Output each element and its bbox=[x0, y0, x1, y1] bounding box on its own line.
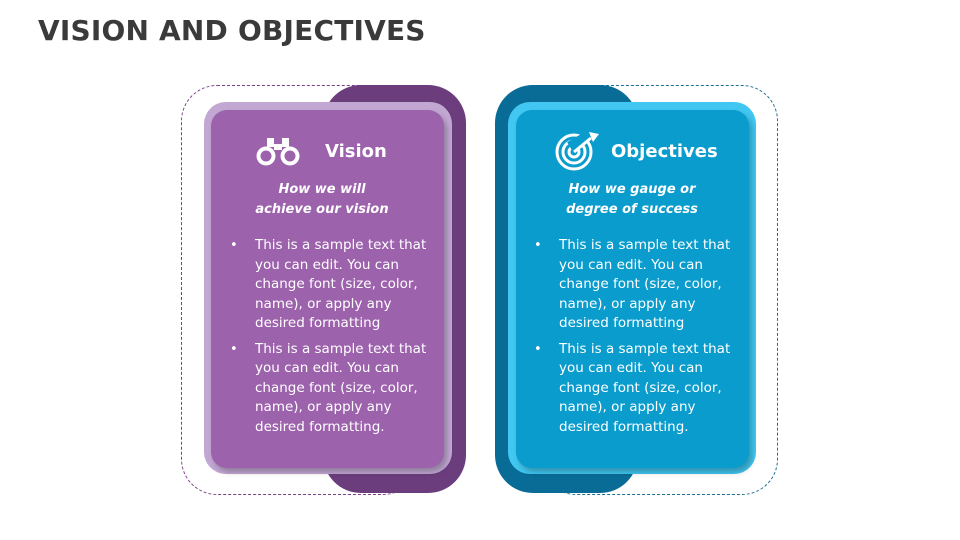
vision-bullet-text: This is a sample text that you can edit.… bbox=[255, 237, 427, 331]
bullet-dot: • bbox=[230, 238, 238, 253]
page-title: VISION AND OBJECTIVES bbox=[38, 14, 426, 47]
vision-subtitle: How we will achieve our vision bbox=[232, 180, 412, 220]
vision-heading: Vision bbox=[325, 141, 387, 162]
objectives-bullet-text: This is a sample text that you can edit.… bbox=[559, 340, 731, 435]
bullet-dot: • bbox=[534, 341, 542, 357]
objectives-card bbox=[516, 110, 749, 468]
objectives-bullet-list: • This is a sample text that you can edi… bbox=[532, 236, 732, 443]
objectives-bullet-item: • This is a sample text that you can edi… bbox=[532, 236, 732, 334]
vision-bullet-item: • This is a sample text that you can edi… bbox=[228, 340, 428, 438]
bullet-dot: • bbox=[534, 238, 542, 253]
binoculars-icon bbox=[256, 138, 300, 166]
objectives-bullet-item: • This is a sample text that you can edi… bbox=[532, 340, 732, 438]
vision-bullet-list: • This is a sample text that you can edi… bbox=[228, 236, 428, 443]
objectives-subtitle-line-2: degree of success bbox=[566, 202, 698, 217]
vision-bullet-text: This is a sample text that you can edit.… bbox=[255, 340, 427, 435]
target-icon bbox=[555, 132, 599, 171]
objectives-heading: Objectives bbox=[611, 141, 718, 162]
bullet-dot: • bbox=[230, 341, 238, 357]
vision-subtitle-line-1: How we will bbox=[278, 182, 366, 197]
objectives-subtitle-line-1: How we gauge or bbox=[568, 182, 696, 197]
vision-subtitle-line-2: achieve our vision bbox=[255, 202, 389, 217]
vision-bullet-item: • This is a sample text that you can edi… bbox=[228, 236, 428, 334]
objectives-subtitle: How we gauge or degree of success bbox=[542, 180, 722, 220]
objectives-bullet-text: This is a sample text that you can edit.… bbox=[559, 237, 731, 331]
vision-card bbox=[211, 110, 444, 468]
